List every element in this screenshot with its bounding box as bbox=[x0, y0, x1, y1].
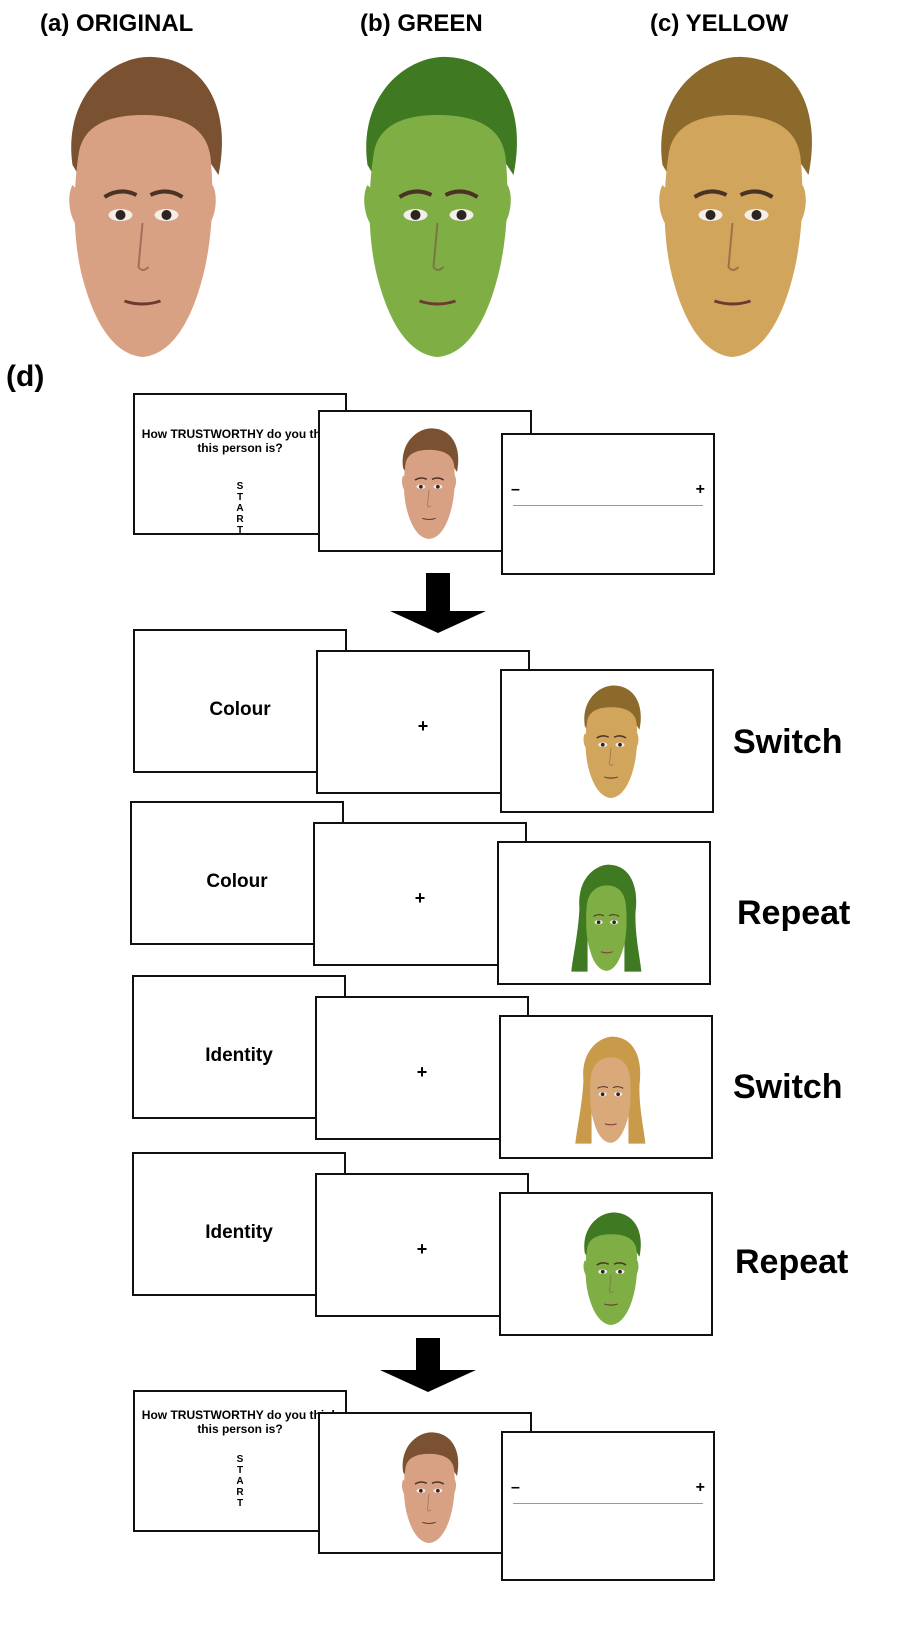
fixation-screen-1: + bbox=[316, 650, 530, 794]
start-label-2: S T A R T bbox=[236, 1454, 244, 1509]
scale-max-label: + bbox=[695, 1479, 705, 1496]
face-screen-3 bbox=[499, 1015, 713, 1159]
fixation-cross: + bbox=[416, 1239, 428, 1259]
rating-scale-line bbox=[513, 1503, 703, 1504]
rating-scale-screen-1: – + bbox=[501, 433, 715, 575]
cue-text: Identity bbox=[205, 1045, 273, 1066]
fixation-cross: + bbox=[416, 1062, 428, 1082]
fixation-cross: + bbox=[417, 716, 429, 736]
fixation-screen-4: + bbox=[315, 1173, 529, 1317]
panel-d-label: (d) bbox=[6, 360, 45, 393]
down-arrow-icon bbox=[380, 1338, 476, 1392]
cue-screen-1: Colour bbox=[133, 629, 347, 773]
green-face-image bbox=[364, 56, 517, 357]
scale-min-label: – bbox=[511, 1479, 520, 1496]
face-screen-1 bbox=[500, 669, 714, 813]
male-face-image bbox=[401, 1432, 459, 1544]
scale-min-label: – bbox=[511, 481, 520, 498]
original-face-image bbox=[69, 56, 222, 357]
down-arrow-icon bbox=[390, 573, 486, 633]
yellow-face-image bbox=[659, 56, 812, 357]
condition-label: Switch bbox=[733, 723, 843, 761]
scale-max-label: + bbox=[695, 481, 705, 498]
fixation-cross: + bbox=[414, 888, 426, 908]
panel-c-label: (c) YELLOW bbox=[650, 10, 789, 37]
face-screen-4 bbox=[499, 1192, 713, 1336]
condition-label: Repeat bbox=[735, 1243, 849, 1281]
green-male-face-image bbox=[583, 1212, 641, 1325]
panel-a-label: (a) ORIGINAL bbox=[40, 10, 194, 37]
rating-face-screen-1 bbox=[318, 410, 532, 552]
panel-b-label: (b) GREEN bbox=[360, 10, 483, 37]
male-face-image bbox=[401, 428, 459, 540]
cue-text: Colour bbox=[206, 871, 268, 892]
cue-screen-2: Colour bbox=[130, 801, 344, 945]
rating-question-screen-1: How TRUSTWORTHY do you think this person… bbox=[133, 393, 347, 536]
rating-question-screen-2: How TRUSTWORTHY do you think this person… bbox=[133, 1390, 347, 1532]
condition-label: Switch bbox=[733, 1068, 843, 1106]
cue-screen-3: Identity bbox=[132, 975, 346, 1119]
cue-screen-4: Identity bbox=[132, 1152, 346, 1296]
cue-text: Colour bbox=[209, 699, 271, 720]
question-text-1: How TRUSTWORTHY do you think this person… bbox=[141, 427, 339, 455]
yellow-female-face-image bbox=[575, 1036, 646, 1144]
rating-scale-screen-2: – + bbox=[501, 1431, 715, 1581]
rating-scale-line bbox=[513, 505, 703, 506]
face-screen-2 bbox=[497, 841, 711, 985]
start-label-1: S T A R T bbox=[236, 481, 244, 536]
green-female-face-image bbox=[571, 864, 642, 972]
question-text-2: How TRUSTWORTHY do you think this person… bbox=[141, 1408, 339, 1436]
fixation-screen-3: + bbox=[315, 996, 529, 1140]
condition-label: Repeat bbox=[737, 894, 851, 932]
cue-text: Identity bbox=[205, 1222, 273, 1243]
fixation-screen-2: + bbox=[313, 822, 527, 966]
yellow-male-face-image bbox=[583, 685, 641, 798]
rating-face-screen-2 bbox=[318, 1412, 532, 1554]
